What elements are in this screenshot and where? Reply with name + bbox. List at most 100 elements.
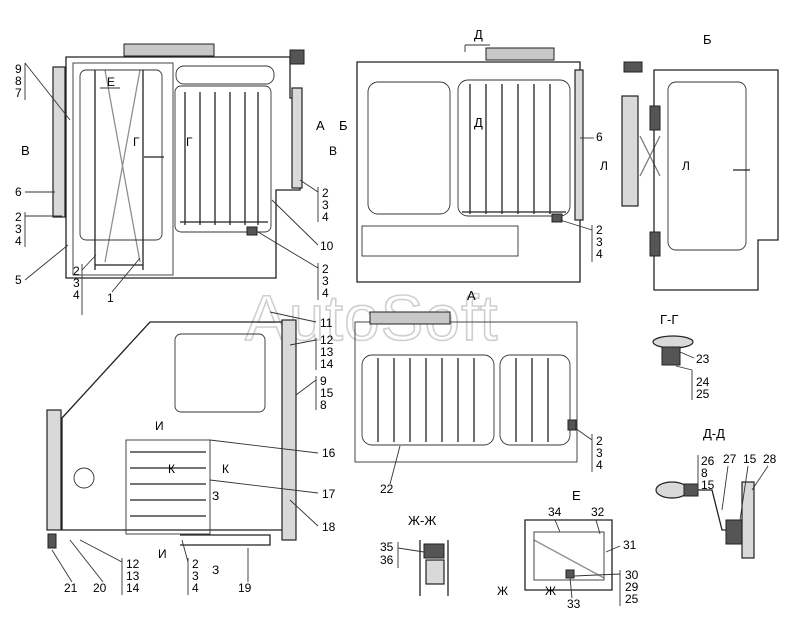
roof-right-grille: [499, 354, 571, 446]
label-15-dd2: 15: [743, 452, 757, 466]
dd-plate: [741, 481, 755, 559]
view-b-title: Б: [703, 32, 712, 47]
label-7: 7: [15, 86, 22, 100]
view-b: Б Л Л: [600, 32, 779, 291]
marker-Z-top: З: [212, 489, 219, 503]
leader-18: [289, 499, 319, 527]
lower-side-panel: [46, 409, 62, 531]
label-1: 1: [107, 291, 114, 305]
leader-10: [271, 199, 319, 246]
label-22: 22: [380, 482, 394, 496]
leader-20: [69, 539, 104, 583]
section-gg: Г-Г 23 24 25: [652, 312, 710, 401]
label-16: 16: [322, 446, 336, 460]
dd-boss: [683, 483, 699, 497]
marker-I-top: И: [155, 419, 164, 433]
label-23: 23: [696, 352, 710, 366]
view-e-inner: [533, 531, 605, 581]
leader-31: [605, 545, 621, 553]
label-9: 9: [15, 62, 22, 76]
label-35: 35: [380, 540, 394, 554]
label-24: 24: [696, 375, 710, 389]
dd-knob: [655, 481, 689, 499]
label-3-bottom: 3: [192, 569, 199, 583]
grille-bars: [104, 69, 141, 263]
view-b-outline: [653, 69, 779, 291]
leader-33: [569, 577, 573, 599]
rear-right-window: [457, 79, 571, 217]
zhzh-profile: [419, 540, 449, 596]
lower-window: [174, 333, 266, 413]
marker-K-left: К: [168, 462, 175, 476]
label-2-left: 2: [15, 210, 22, 224]
door-grille: [94, 70, 144, 270]
marker-B: Б: [339, 118, 348, 133]
view2-labels: Д Д 6 2 3 4: [464, 27, 603, 262]
label-8-dd: 8: [701, 466, 708, 480]
dd-nut: [725, 519, 743, 545]
door-window: [79, 69, 163, 241]
label-4-r2: 4: [596, 247, 603, 261]
leader-11-14: [269, 311, 317, 370]
label-33: 33: [567, 597, 581, 611]
leader-234-r2: [559, 219, 593, 262]
view-b-mirror: [621, 95, 639, 207]
label-25: 25: [696, 387, 710, 401]
label-28: 28: [763, 452, 777, 466]
leader-32: [595, 519, 601, 535]
marker-I-bottom: И: [158, 547, 167, 561]
label-18: 18: [322, 520, 336, 534]
heater-box: [125, 439, 211, 535]
leaders-dd: [721, 465, 769, 521]
side-mirror-panel: [52, 66, 66, 218]
label-3-mid: 3: [322, 198, 329, 212]
rear-outline: [356, 61, 581, 283]
label-9-lower: 9: [320, 374, 327, 388]
label-25-e: 25: [625, 592, 639, 606]
label-20: 20: [93, 581, 107, 595]
lower-right-pillar: [281, 319, 297, 541]
section-dd: Д-Д 26 8 15 27 15 28: [655, 426, 777, 559]
view-a-labels: 2 3 4 22: [380, 427, 603, 496]
lower-foot: [47, 533, 57, 549]
label-30: 30: [625, 568, 639, 582]
label-2-mid: 2: [322, 186, 329, 200]
label-12: 12: [320, 333, 334, 347]
view-b-hinge-top: [649, 105, 661, 131]
label-5: 5: [15, 273, 22, 287]
marker-Z-bottom: З: [212, 563, 219, 577]
label-31: 31: [623, 538, 637, 552]
label-2-r1: 2: [322, 262, 329, 276]
section-gg-title: Г-Г: [660, 312, 678, 327]
roof-bars: [377, 358, 549, 442]
lower-fitting: [73, 467, 95, 489]
view-e-frame: [524, 519, 613, 591]
view-a-title: А: [467, 288, 476, 303]
marker-D-top-line: [464, 44, 490, 52]
label-3-bl: 3: [73, 276, 80, 290]
marker-A: А: [316, 118, 325, 133]
leader-23: [679, 351, 695, 359]
label-4-r1: 4: [322, 286, 329, 300]
view-b-top-mount: [623, 61, 643, 73]
roof-front-bar: [369, 311, 451, 325]
cab-rear-view: [356, 47, 584, 283]
leader-16: [209, 439, 319, 454]
leader-234-r1: [257, 231, 319, 300]
section-dd-title: Д-Д: [703, 426, 725, 441]
marker-Zh-right: Ж: [545, 584, 556, 598]
marker-V-left: В: [21, 143, 30, 158]
view-b-window: [667, 81, 747, 251]
lower-view-labels: 11 12 13 14 9 15 8 16 17 18 19 20 21 12 …: [51, 311, 336, 595]
marker-G-right: Г: [186, 135, 193, 149]
marker-Zh-left: Ж: [497, 584, 508, 598]
label-17: 17: [322, 487, 336, 501]
label-21: 21: [64, 581, 78, 595]
gg-knob: [652, 335, 694, 349]
label-14: 14: [320, 357, 334, 371]
label-6-right: 6: [596, 130, 603, 144]
leader-234-bl: [81, 254, 97, 315]
label-36: 36: [380, 553, 394, 567]
label-8: 8: [15, 74, 22, 88]
leader-9158: [295, 376, 317, 410]
